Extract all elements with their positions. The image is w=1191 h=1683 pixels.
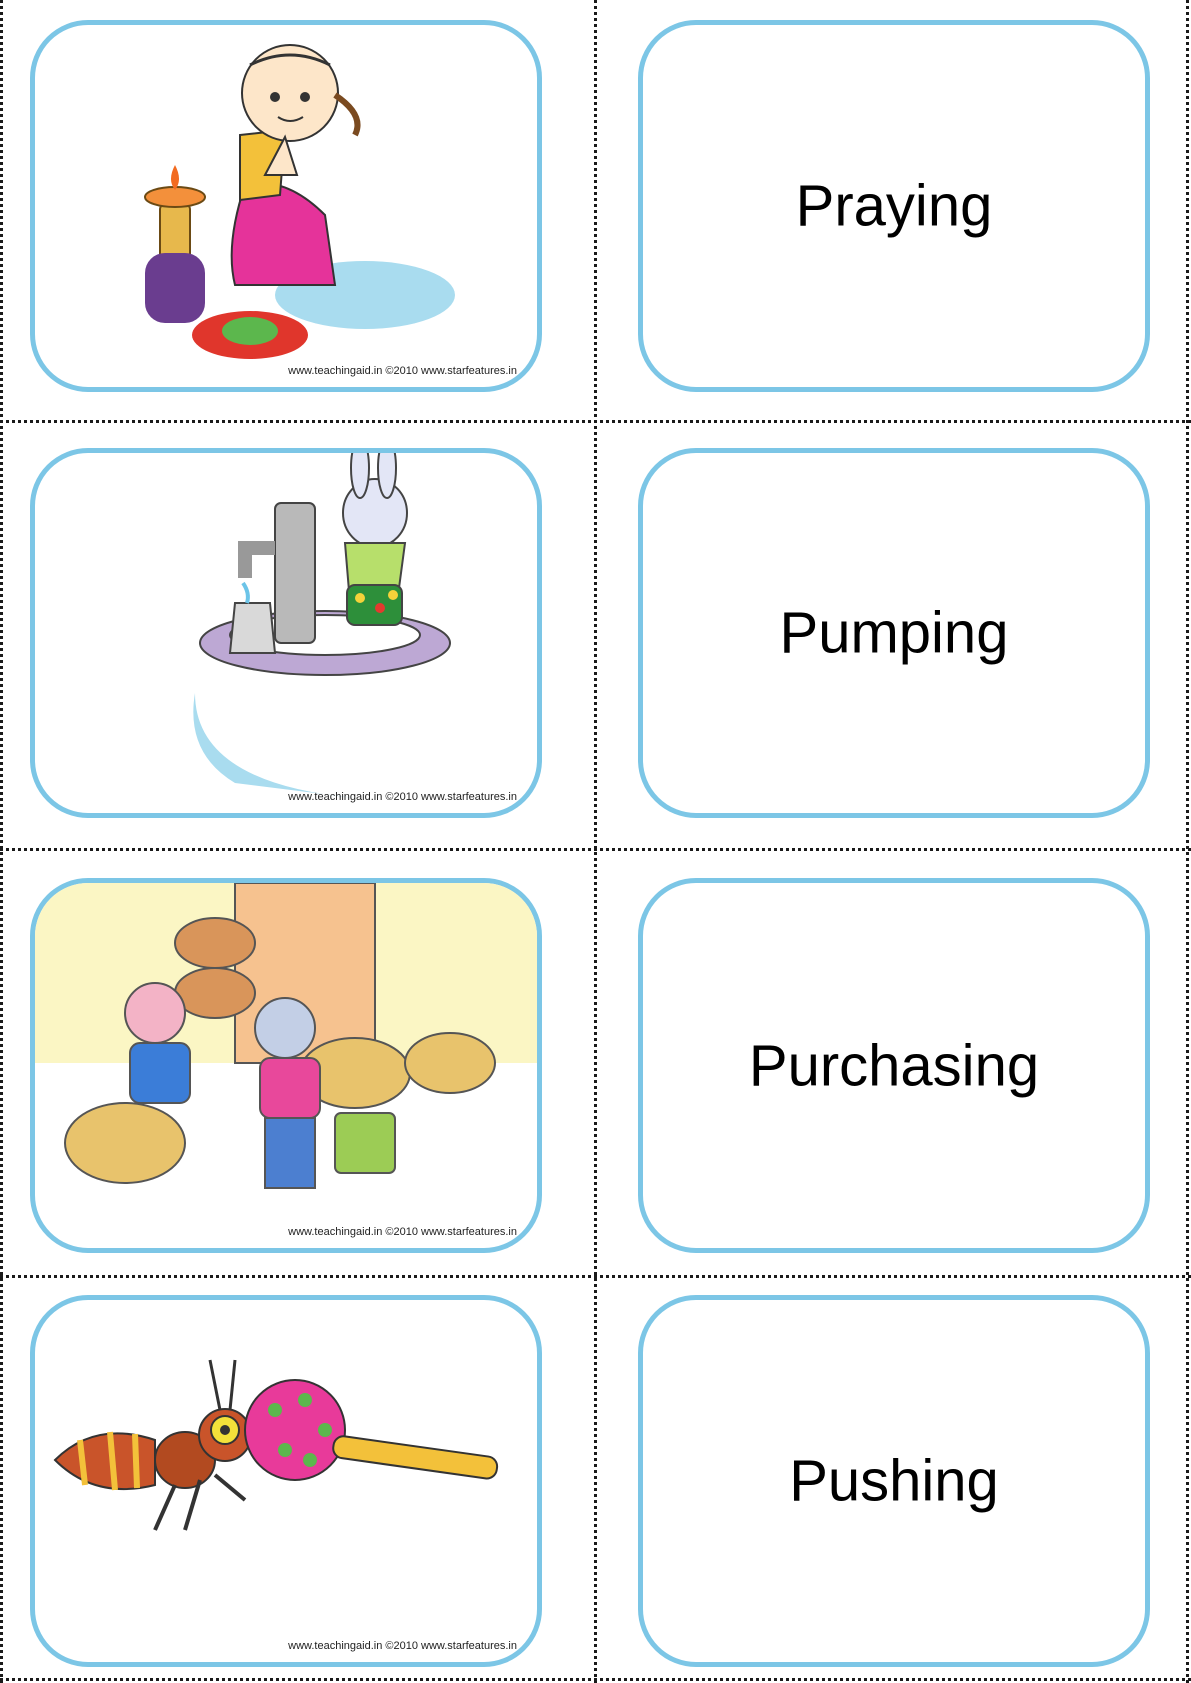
picture-card-purchasing: www.teachingaid.in ©2010 www.starfeature…: [30, 878, 542, 1253]
vertical-cut-line-center: [594, 0, 597, 1683]
pumping-illustration: [193, 453, 451, 798]
copyright-credit: www.teachingaid.in ©2010 www.starfeature…: [288, 791, 517, 803]
picture-card-praying: www.teachingaid.in ©2010 www.starfeature…: [30, 20, 542, 392]
horizontal-cut-line-bottom: [0, 1678, 1191, 1681]
word-label-praying: Praying: [795, 173, 993, 239]
praying-illustration: [144, 44, 455, 359]
word-card-purchasing: Purchasing: [638, 878, 1150, 1253]
vertical-cut-line-left: [0, 0, 3, 1683]
horizontal-cut-line-3: [0, 1275, 1191, 1278]
copyright-credit: www.teachingaid.in ©2010 www.starfeature…: [288, 1640, 517, 1652]
word-card-pumping: Pumping: [638, 448, 1150, 818]
word-card-pushing: Pushing: [638, 1295, 1150, 1667]
copyright-credit: www.teachingaid.in ©2010 www.starfeature…: [288, 365, 517, 377]
pushing-illustration: [53, 1359, 499, 1531]
picture-card-pumping: www.teachingaid.in ©2010 www.starfeature…: [30, 448, 542, 818]
word-label-pushing: Pushing: [789, 1448, 999, 1514]
vertical-cut-line-right: [1186, 0, 1189, 1683]
word-label-pumping: Pumping: [779, 600, 1009, 666]
copyright-credit: www.teachingaid.in ©2010 www.starfeature…: [288, 1226, 517, 1238]
picture-card-pushing: www.teachingaid.in ©2010 www.starfeature…: [30, 1295, 542, 1667]
horizontal-cut-line-1: [0, 420, 1191, 423]
purchasing-illustration: [35, 883, 537, 1189]
word-label-purchasing: Purchasing: [748, 1033, 1040, 1098]
word-card-praying: Praying: [638, 20, 1150, 392]
horizontal-cut-line-2: [0, 848, 1191, 851]
